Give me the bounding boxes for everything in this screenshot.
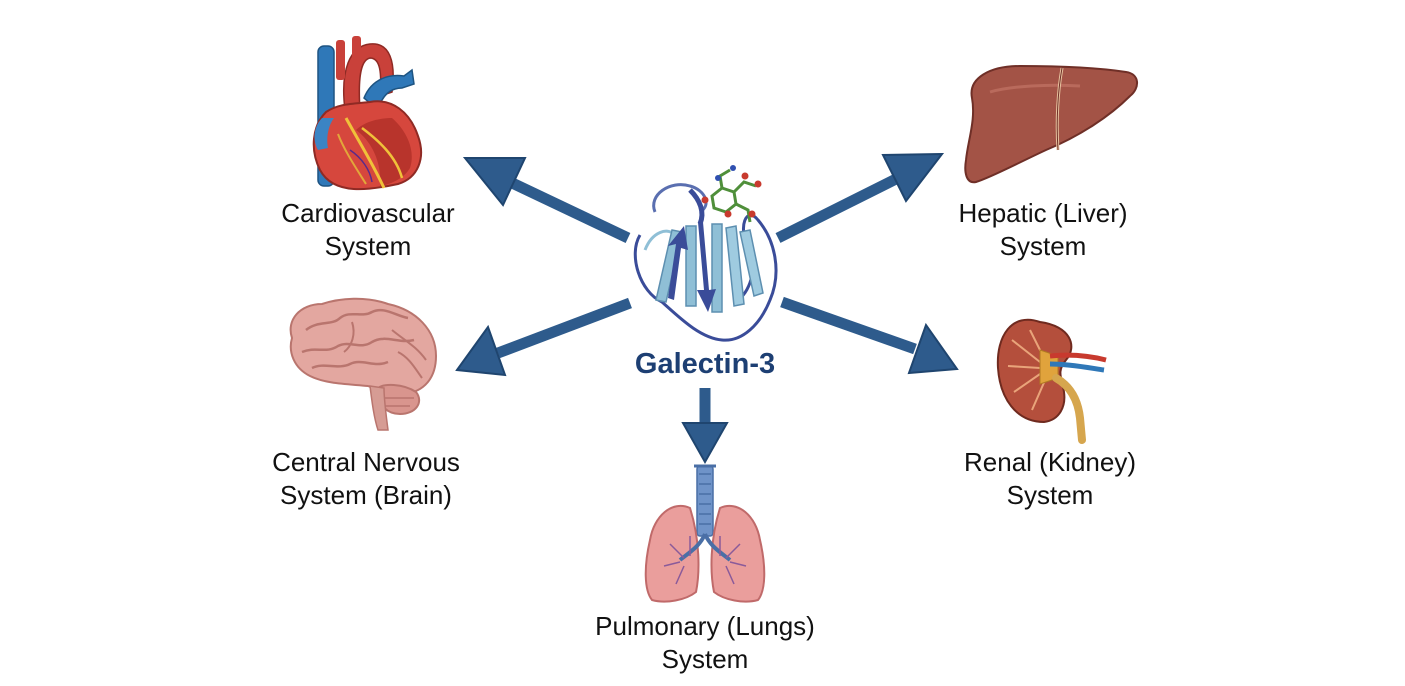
galectin-3-protein-icon — [633, 165, 778, 342]
galectin-3-label: Galectin-3 — [634, 348, 776, 380]
renal-label-line-1: Renal (Kidney) — [964, 447, 1136, 477]
arrow-to-cardiovascular — [462, 157, 631, 243]
arrow-to-renal — [780, 296, 959, 375]
hepatic-label-line-2: System — [999, 231, 1087, 261]
arrow-to-hepatic — [775, 152, 945, 243]
arrows — [455, 152, 959, 465]
hepatic-label-line-1: Hepatic (Liver) — [958, 198, 1128, 228]
arrow-to-pulmonary — [681, 388, 729, 465]
liver-icon — [964, 64, 1138, 184]
cns-label-line-1: Central Nervous — [272, 447, 460, 477]
ligand-molecule-icon — [701, 165, 762, 223]
renal-label-line-2: System — [1006, 480, 1094, 510]
hepatic-label: Hepatic (Liver) System — [958, 197, 1127, 263]
heart-icon — [312, 36, 423, 191]
lungs-icon — [644, 464, 766, 603]
renal-label: Renal (Kidney) System — [964, 446, 1136, 512]
kidney-icon — [996, 318, 1107, 444]
pulmonary-label-line-2: System — [661, 644, 749, 674]
cns-label-line-2: System (Brain) — [280, 480, 452, 510]
cns-label: Central Nervous System (Brain) — [272, 446, 460, 512]
arrow-to-cns — [455, 297, 632, 377]
cardiovascular-label: Cardiovascular System — [281, 197, 454, 263]
cardiovascular-label-line-2: System — [324, 231, 412, 261]
pulmonary-label: Pulmonary (Lungs) System — [595, 610, 815, 676]
pulmonary-label-line-1: Pulmonary (Lungs) — [595, 611, 815, 641]
cardiovascular-label-line-1: Cardiovascular — [281, 198, 455, 228]
brain-icon — [289, 297, 438, 431]
